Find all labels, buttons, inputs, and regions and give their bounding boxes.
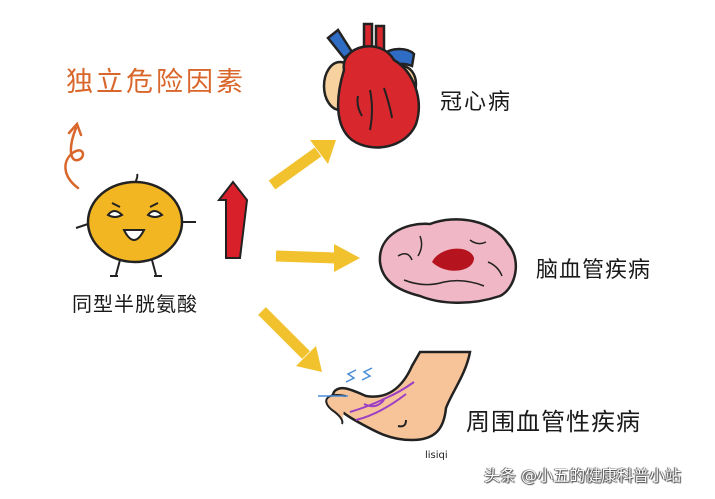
outcome-label-chd: 冠心病 <box>440 90 513 115</box>
artist-signature: lisiqi <box>425 450 448 461</box>
foot-icon <box>318 350 472 442</box>
outcome-label-cvd: 脑血管疾病 <box>536 258 652 283</box>
increase-arrow-icon <box>216 180 249 259</box>
brain-icon <box>378 218 517 304</box>
arrow-to-cvd-icon <box>275 244 360 272</box>
curved-arrow-icon <box>64 121 85 190</box>
arrow-to-pvd-icon <box>258 307 322 372</box>
heart-icon <box>322 22 421 149</box>
homocysteine-character-icon <box>75 173 196 277</box>
center-label-homocysteine: 同型半胱氨酸 <box>72 292 198 316</box>
title-independent-risk-factor: 独立危险因素 <box>66 67 246 98</box>
arrow-to-chd-icon <box>268 140 336 190</box>
outcome-label-pvd: 周围血管性疾病 <box>466 408 641 436</box>
watermark: 头条 @小五的健康科普小站 <box>484 466 682 485</box>
